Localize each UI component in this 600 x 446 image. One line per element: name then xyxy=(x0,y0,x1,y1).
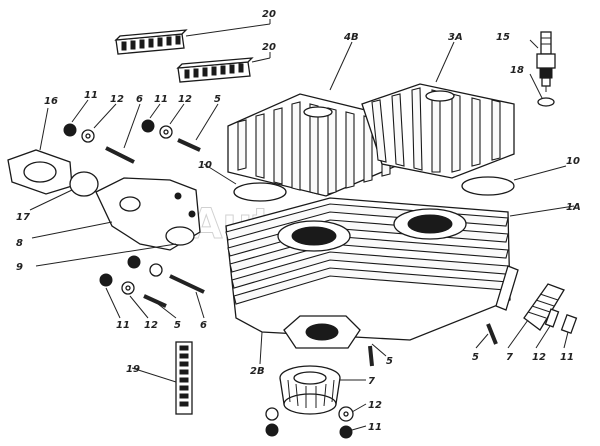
nut-11-manifold xyxy=(127,255,141,269)
stud-5-right xyxy=(486,323,498,345)
label-5-right: 5 xyxy=(472,352,479,363)
label-12-bottom: 12 xyxy=(368,400,382,411)
label-12-lower: 12 xyxy=(144,320,158,331)
label-17: 17 xyxy=(16,212,30,223)
part-3A-cylinder-head xyxy=(361,83,515,179)
part-20-lower-block xyxy=(176,57,254,83)
label-20-lower: 20 xyxy=(262,42,276,53)
label-6-lower: 6 xyxy=(200,320,207,331)
washer-12-bottom xyxy=(338,406,354,422)
label-10-left: 10 xyxy=(198,160,212,171)
label-15: 15 xyxy=(496,32,510,43)
label-2B: 2B xyxy=(250,366,265,377)
label-7-right: 7 xyxy=(506,352,513,363)
nut-11-top-mid xyxy=(141,119,155,133)
part-7-finned-nut-right xyxy=(523,283,565,331)
stud-5-lower xyxy=(143,294,167,308)
part-7-finned-nut-bottom xyxy=(279,365,341,415)
label-3A: 3A xyxy=(448,32,463,43)
label-20-top: 20 xyxy=(262,9,276,20)
part-18-washer xyxy=(537,97,555,107)
part-20-upper-block xyxy=(114,29,188,55)
label-9: 9 xyxy=(16,262,23,273)
part-10-gasket-right xyxy=(461,176,515,196)
stud-6-lower xyxy=(169,274,205,294)
nut-11-bottom xyxy=(339,425,353,439)
label-7-bottom: 7 xyxy=(368,376,375,387)
label-5-top: 5 xyxy=(214,94,221,105)
part-15-spark-plug xyxy=(536,31,556,92)
leader-lines xyxy=(29,19,575,431)
nut-11-right xyxy=(560,313,578,335)
washer-12-top-mid xyxy=(159,125,173,139)
part-16-exhaust-flange xyxy=(7,149,73,195)
part-1A-cylinder-block xyxy=(225,197,511,349)
part-17-seal-ring xyxy=(69,171,99,197)
stud-5-top xyxy=(177,138,201,152)
label-6-top: 6 xyxy=(136,94,143,105)
washer-12-top-left xyxy=(81,129,95,143)
part-8-intake-manifold xyxy=(95,177,201,251)
washer-12-manifold xyxy=(149,263,163,277)
bracket-right xyxy=(495,265,519,311)
label-1A: 1A xyxy=(566,202,581,213)
label-8: 8 xyxy=(16,238,23,249)
label-11-lower: 11 xyxy=(116,320,130,331)
label-5-lower: 5 xyxy=(174,320,181,331)
stud-6-top xyxy=(105,146,135,164)
part-19-fin-block xyxy=(175,341,193,415)
label-12-top-left: 12 xyxy=(110,94,124,105)
label-11-bottom: 11 xyxy=(368,422,382,433)
label-18: 18 xyxy=(510,65,524,76)
label-11-top-mid: 11 xyxy=(154,94,168,105)
washer-12-lower xyxy=(121,281,135,295)
label-16: 16 xyxy=(44,96,58,107)
nut-11-top-left xyxy=(63,123,77,137)
nut-11-bottom-left xyxy=(265,423,279,437)
label-5-center: 5 xyxy=(386,356,393,367)
washer-12-right xyxy=(544,308,560,328)
washer-12-bottom-left xyxy=(265,407,279,421)
label-11-top-left: 11 xyxy=(84,90,98,101)
label-12-top-mid: 12 xyxy=(178,94,192,105)
label-12-right: 12 xyxy=(532,352,546,363)
label-11-right: 11 xyxy=(560,352,574,363)
label-10-right: 10 xyxy=(566,156,580,167)
part-10-gasket-left xyxy=(233,182,287,202)
nut-11-lower xyxy=(99,273,113,287)
stud-5-bottom xyxy=(368,345,374,367)
label-19: 19 xyxy=(126,364,140,375)
label-4B: 4B xyxy=(343,32,359,43)
